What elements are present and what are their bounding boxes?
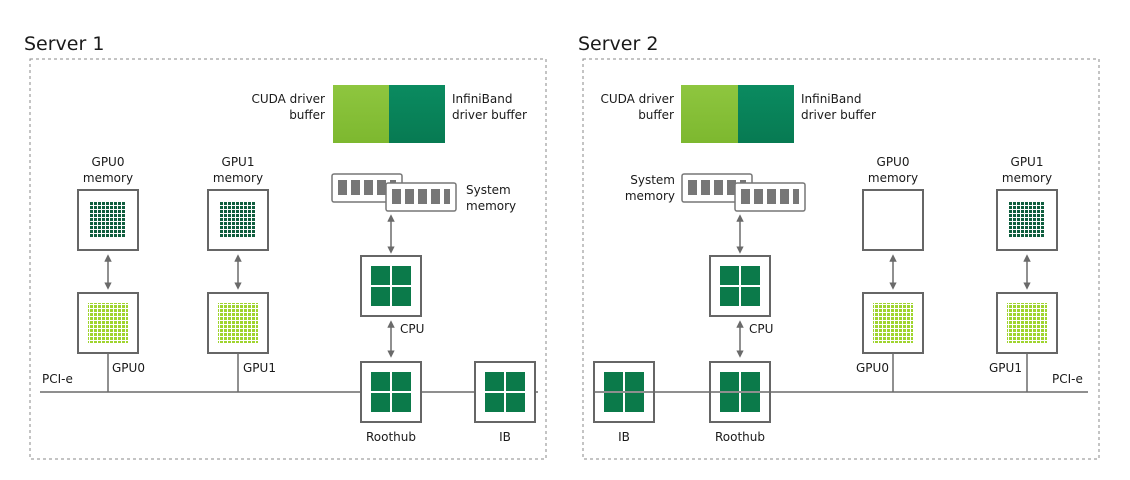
svg-text:buffer: buffer xyxy=(289,108,325,122)
gpu1-memory-chip xyxy=(207,189,269,251)
gpu0-memory-chip xyxy=(862,189,924,251)
system-memory: System memory xyxy=(331,173,516,213)
svg-text:memory: memory xyxy=(868,171,918,185)
svg-text:driver buffer: driver buffer xyxy=(801,108,876,122)
svg-text:buffer: buffer xyxy=(638,108,674,122)
svg-text:GPU1: GPU1 xyxy=(1011,155,1044,169)
cpu-label: CPU xyxy=(400,322,424,336)
roothub-label: Roothub xyxy=(366,430,416,444)
system-memory: System memory xyxy=(625,173,806,212)
svg-text:memory: memory xyxy=(1002,171,1052,185)
ib-chip xyxy=(474,361,536,423)
server-1-title: Server 1 xyxy=(24,33,104,55)
roothub-label: Roothub xyxy=(715,430,765,444)
server-2: Server 2 CUDA driver buffer InfiniBand d… xyxy=(578,33,1100,460)
gpu1-memory: GPU1 memory xyxy=(207,155,269,251)
gpu0-memory: GPU0 memory xyxy=(77,155,139,251)
gpu1-label: GPU1 xyxy=(243,361,276,375)
gpu0-chip xyxy=(862,292,924,354)
gpu1-label: GPU1 xyxy=(989,361,1022,375)
infiniband-driver-buffer: InfiniBand driver buffer xyxy=(389,85,527,143)
gpu1-chip xyxy=(207,292,269,354)
svg-text:memory: memory xyxy=(625,189,675,203)
svg-text:CUDA driver: CUDA driver xyxy=(251,92,325,106)
cpu-chip xyxy=(360,255,422,317)
ib-label: IB xyxy=(499,430,511,444)
ram-stick-icon xyxy=(734,182,806,212)
server-1: Server 1 CUDA driver buffer InfiniBand d… xyxy=(24,33,547,460)
ram-stick-icon xyxy=(331,173,403,203)
svg-text:CUDA driver: CUDA driver xyxy=(600,92,674,106)
cpu-chip xyxy=(709,255,771,317)
gpu0-chip xyxy=(77,292,139,354)
cpu-label: CPU xyxy=(749,322,773,336)
infiniband-driver-buffer: InfiniBand driver buffer xyxy=(738,85,876,143)
svg-text:memory: memory xyxy=(83,171,133,185)
svg-text:GPU0: GPU0 xyxy=(877,155,910,169)
pcie-label: PCI-e xyxy=(1052,372,1083,386)
cuda-driver-buffer: CUDA driver buffer xyxy=(251,85,389,143)
svg-text:InfiniBand: InfiniBand xyxy=(452,92,512,106)
gpu1-chip xyxy=(996,292,1058,354)
gpu1-memory-chip xyxy=(996,189,1058,251)
cuda-driver-buffer: CUDA driver buffer xyxy=(600,85,738,143)
svg-text:GPU0: GPU0 xyxy=(92,155,125,169)
server-1-boundary xyxy=(29,58,547,460)
roothub-chip xyxy=(360,361,422,423)
svg-text:driver buffer: driver buffer xyxy=(452,108,527,122)
svg-text:memory: memory xyxy=(213,171,263,185)
svg-text:InfiniBand: InfiniBand xyxy=(801,92,861,106)
ram-stick-icon xyxy=(385,182,457,212)
svg-text:memory: memory xyxy=(466,199,516,213)
gpu0-memory-chip xyxy=(77,189,139,251)
ib-label: IB xyxy=(618,430,630,444)
gpu1-memory: GPU1 memory xyxy=(996,155,1058,251)
svg-text:GPU1: GPU1 xyxy=(222,155,255,169)
gpu0-label: GPU0 xyxy=(112,361,145,375)
server-2-title: Server 2 xyxy=(578,33,658,55)
svg-text:System: System xyxy=(630,173,675,187)
pcie-label: PCI-e xyxy=(42,372,73,386)
gpu0-label: GPU0 xyxy=(856,361,889,375)
svg-text:System: System xyxy=(466,183,511,197)
gpu0-memory: GPU0 memory xyxy=(862,155,924,251)
server-2-boundary xyxy=(582,58,1100,460)
